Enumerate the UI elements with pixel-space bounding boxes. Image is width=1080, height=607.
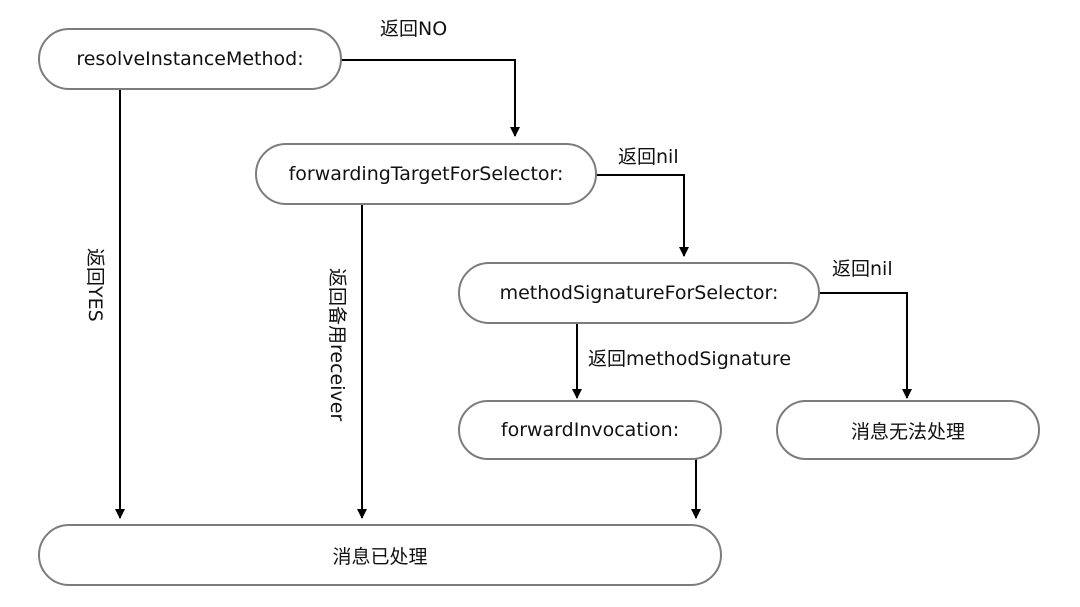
node-resolve-instance-method: resolveInstanceMethod: [38, 28, 342, 90]
edge-method-signature-to-unhandled [818, 292, 912, 399]
node-message-handled: 消息已处理 [38, 524, 722, 586]
node-message-handled-label: 消息已处理 [332, 545, 428, 568]
label-return-no: 返回NO [380, 18, 448, 40]
node-resolve-instance-method-label: resolveInstanceMethod: [76, 48, 304, 70]
label-return-yes: 返回YES [84, 248, 106, 322]
label-return-backup-receiver: 返回备用receiver [326, 268, 348, 422]
label-return-nil-forwarding: 返回nil [618, 146, 679, 168]
label-return-nil-signature: 返回nil [832, 258, 893, 280]
label-return-method-signature: 返回methodSignature [588, 348, 792, 370]
node-method-signature-label: methodSignatureForSelector: [499, 282, 779, 304]
edge-forwarding-target-to-method-signature [596, 174, 689, 257]
node-forward-invocation: forwardInvocation: [458, 400, 722, 460]
node-message-unhandled: 消息无法处理 [776, 400, 1040, 460]
node-forwarding-target-for-selector: forwardingTargetForSelector: [255, 143, 597, 205]
node-forward-invocation-label: forwardInvocation: [500, 419, 680, 441]
node-message-unhandled-label: 消息无法处理 [850, 420, 965, 443]
edge-resolve-to-forwarding-target [340, 59, 520, 137]
node-method-signature-for-selector: methodSignatureForSelector: [458, 262, 820, 324]
node-forwarding-target-label: forwardingTargetForSelector: [288, 163, 564, 185]
